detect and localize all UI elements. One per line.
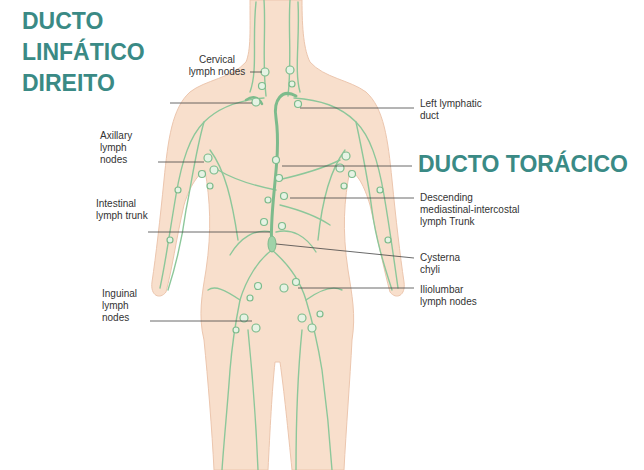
thoracic-duct	[271, 93, 296, 250]
body-silhouette	[152, 0, 405, 470]
duct-heading: DUCTO LINFÁTICO DIREITO	[22, 6, 192, 99]
cysterna-chyli	[268, 236, 276, 252]
part-label: Axillary lymph nodes	[100, 130, 156, 166]
part-label: Iliolumbar lymph nodes	[420, 284, 480, 308]
lymph-vessels	[160, 0, 398, 470]
part-label: Inguinal lymph nodes	[102, 288, 152, 324]
leader-lines	[148, 72, 414, 321]
part-label: Left lymphatic duct	[420, 98, 482, 122]
part-label: Intestinal lymph trunk	[96, 198, 152, 222]
part-label: Cysterna chyli	[420, 252, 472, 276]
duct-heading: DUCTO TORÁCICO	[418, 149, 640, 180]
part-label: Descending mediastinal-intercostal lymph…	[420, 192, 520, 228]
lymph-nodes	[167, 66, 391, 333]
part-label: Cervical lymph nodes	[186, 54, 248, 78]
